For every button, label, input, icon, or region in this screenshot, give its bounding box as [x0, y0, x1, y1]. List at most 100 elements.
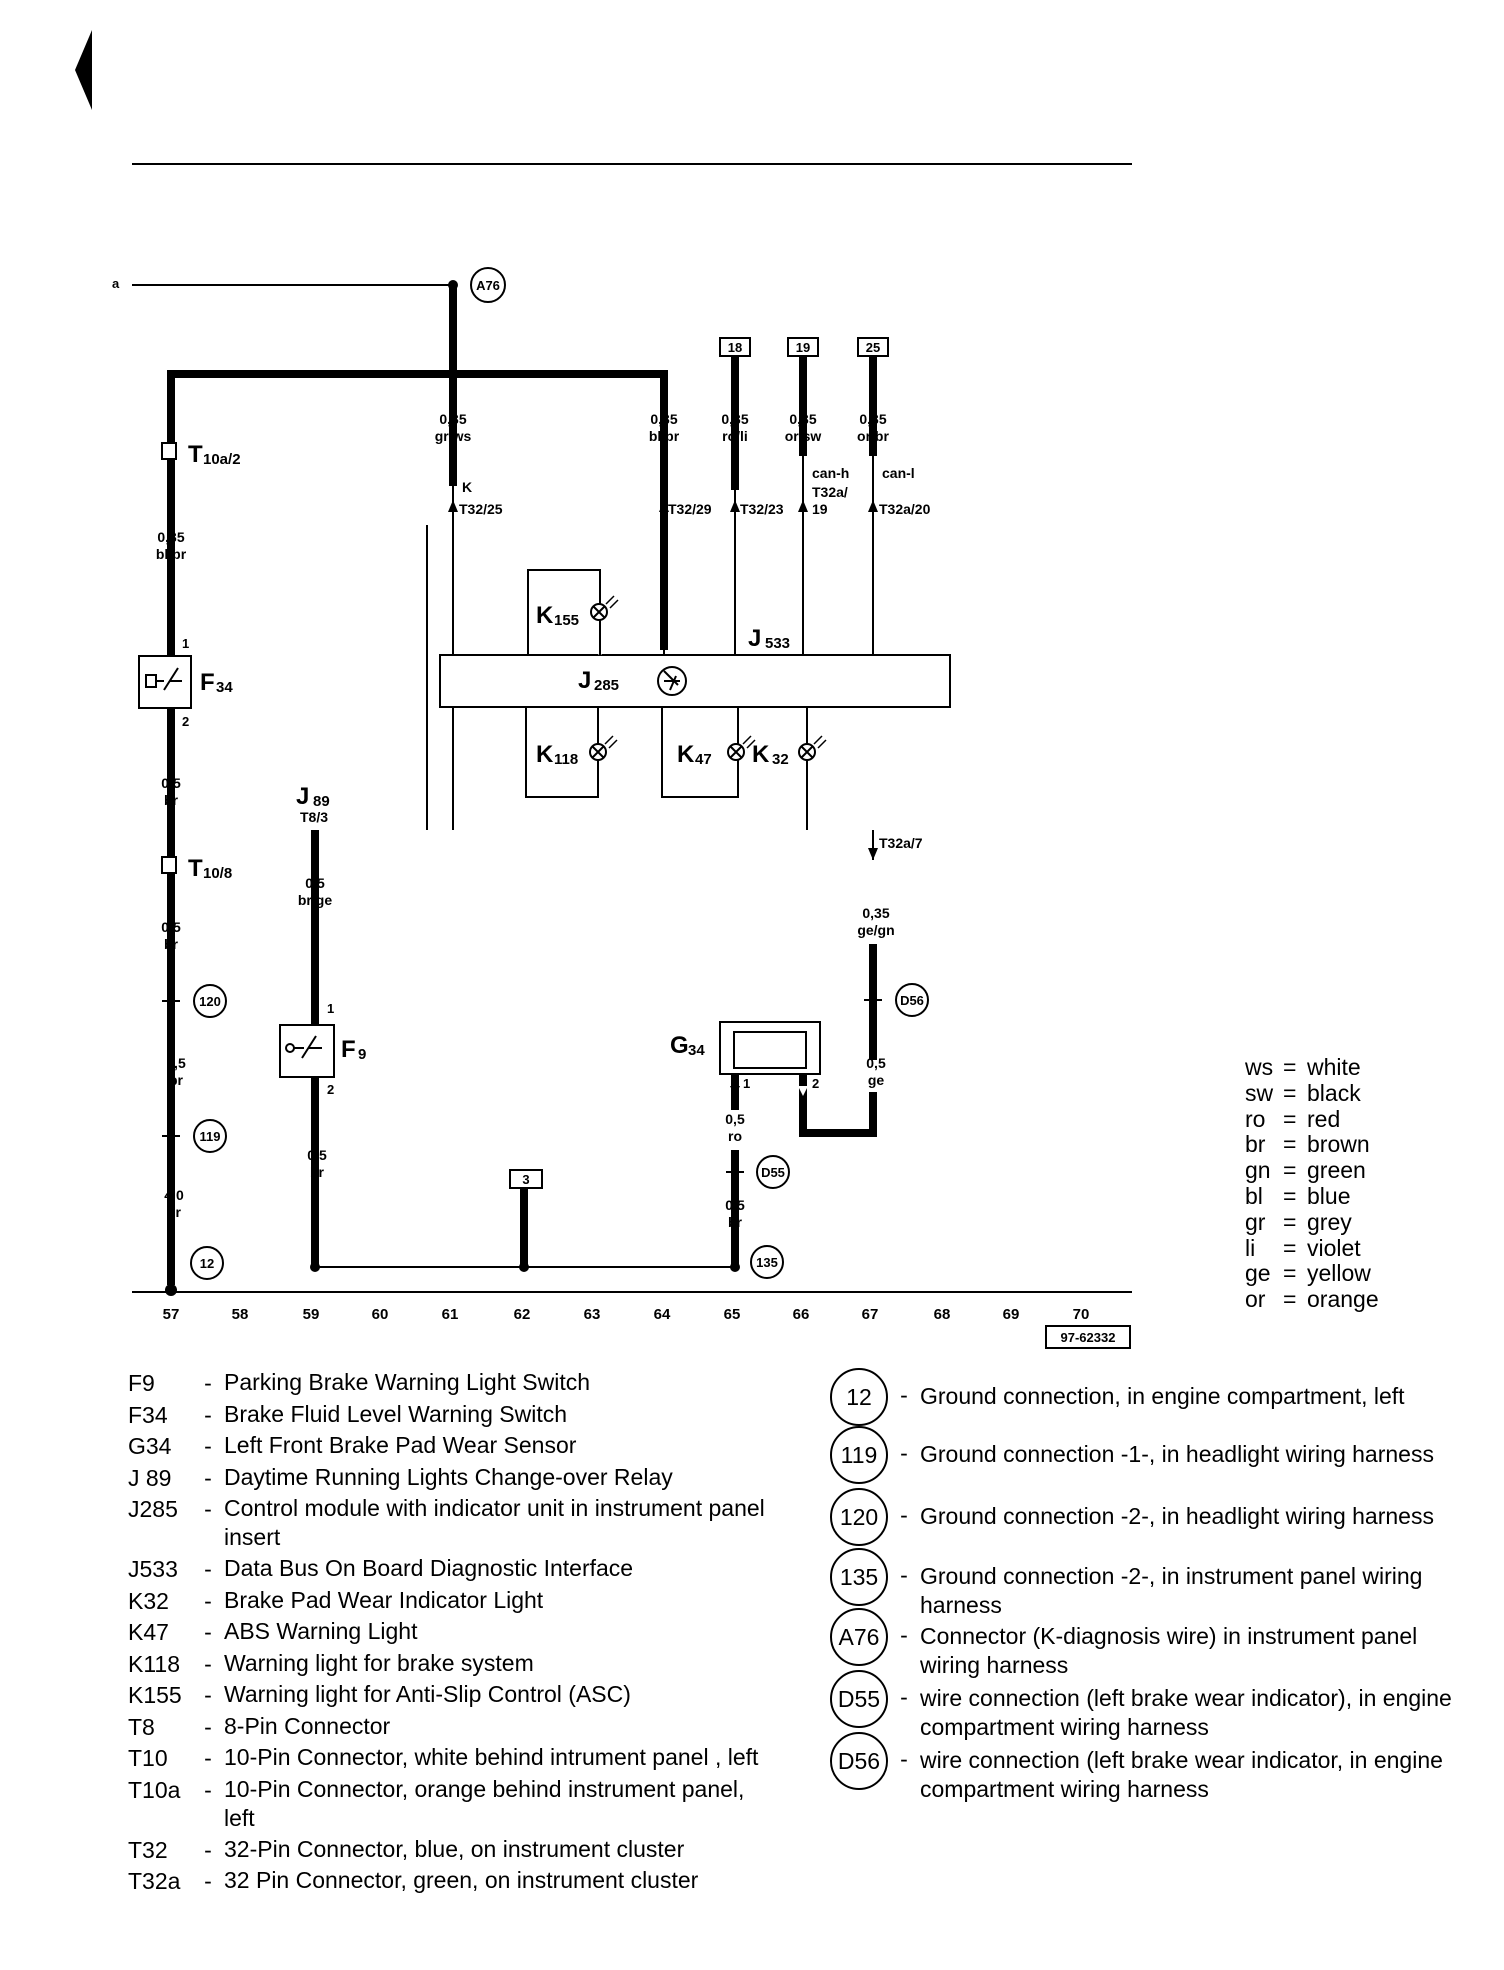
svg-text:47: 47 [695, 751, 712, 768]
svg-text:10a/2: 10a/2 [203, 451, 241, 468]
legend-desc: Data Bus On Board Diagnostic Interface [224, 1555, 634, 1581]
wire-label-65b: 0,5 br [725, 1197, 745, 1230]
connector-t32-25: T32/25 [459, 501, 503, 517]
legend-item: F9-Parking Brake Warning Light Switch [128, 1368, 768, 1400]
legend-dash: - [204, 1619, 212, 1645]
j285-label: J 285 [578, 667, 619, 694]
color-name: black [1307, 1079, 1361, 1106]
g34-sensor [719, 1021, 821, 1075]
f34-label: F 34 [200, 669, 233, 696]
legend-code: J285 [128, 1496, 178, 1522]
svg-text:9: 9 [358, 1046, 366, 1063]
color-key-row: ws=white [1245, 1054, 1379, 1081]
svg-text:1,5: 1,5 [166, 1055, 186, 1071]
svg-text:60: 60 [372, 1306, 389, 1323]
legend-dash: - [900, 1684, 908, 1710]
svg-text:bl/br: bl/br [649, 428, 680, 444]
k118-label: K 118 [536, 741, 578, 768]
k32-label: K 32 [752, 741, 789, 768]
wire-label-57c: 0,5 br [161, 919, 181, 952]
legend-item: T8-8-Pin Connector [128, 1712, 768, 1744]
wire-label-57b: 0,5 br [161, 775, 181, 808]
connector-t32-23: T32/23 [740, 501, 784, 517]
wire-label-61: 0,35 gr/ws [435, 411, 472, 444]
svg-text:A76: A76 [476, 278, 500, 293]
svg-text:67: 67 [862, 1306, 879, 1323]
color-abbr: bl [1245, 1182, 1263, 1209]
legend-code: J 89 [128, 1464, 172, 1491]
legend-code: K32 [128, 1587, 169, 1614]
legend-dash: - [204, 1401, 212, 1428]
wire-label-64: 0,35 bl/br [649, 411, 680, 444]
ground-code-circle: D55 [830, 1670, 888, 1728]
svg-text:ro: ro [728, 1128, 742, 1144]
legend-item: T32a-32 Pin Connector, green, on instrum… [128, 1866, 768, 1898]
svg-text:120: 120 [199, 994, 221, 1009]
svg-text:64: 64 [654, 1306, 671, 1323]
f9-label: F 9 [341, 1036, 366, 1063]
svg-text:F: F [341, 1036, 356, 1063]
f34-switch-icon [145, 667, 182, 691]
color-abbr: ro [1245, 1105, 1266, 1132]
ground-desc: wire connection (left brake wear indicat… [920, 1747, 1443, 1802]
svg-text:0,5: 0,5 [161, 775, 181, 791]
svg-text:119: 119 [200, 1129, 221, 1144]
color-key-row: or=orange [1245, 1286, 1379, 1313]
wire-label-67-top: 0,35 or/br [857, 411, 889, 444]
equals-sign: = [1283, 1286, 1297, 1313]
ground-code-circle: A76 [830, 1608, 888, 1666]
legend-code: T10a [128, 1776, 181, 1803]
circle-120: 120 [193, 984, 227, 1018]
ground-legend-item: D55-wire connection (left brake wear ind… [830, 1670, 1480, 1742]
svg-text:19: 19 [796, 340, 810, 355]
svg-text:34: 34 [216, 679, 233, 696]
svg-text:ge/gn: ge/gn [857, 922, 894, 938]
equals-sign: = [1283, 1260, 1297, 1287]
ground-code-circle: 120 [830, 1488, 888, 1546]
svg-text:T: T [188, 441, 203, 468]
svg-text:65: 65 [724, 1306, 741, 1323]
legend-desc: 8-Pin Connector [224, 1712, 391, 1739]
svg-text:533: 533 [765, 635, 790, 652]
equals-sign: = [1283, 1208, 1297, 1235]
wire-label-59b: 0,5 br [307, 1147, 327, 1180]
svg-text:63: 63 [584, 1306, 601, 1323]
color-key-row: li=violet [1245, 1235, 1379, 1262]
legend-item: T10a-10-Pin Connector, orange behind ins… [128, 1775, 768, 1835]
color-key-row: sw=black [1245, 1079, 1379, 1107]
fuse-box-18: 18 [719, 337, 751, 357]
svg-text:br: br [728, 1214, 743, 1230]
ground-desc: Ground connection -1-, in headlight wiri… [920, 1441, 1434, 1467]
wire-label-59a: 0,5 br/ge [298, 875, 332, 908]
equals-sign: = [1283, 1131, 1297, 1158]
svg-text:12: 12 [200, 1256, 214, 1271]
svg-text:ro/li: ro/li [722, 428, 748, 444]
svg-text:61: 61 [442, 1306, 459, 1323]
legend-dash: - [204, 1496, 212, 1522]
svg-text:D56: D56 [900, 993, 924, 1008]
ground-desc: Connector (K-diagnosis wire) in instrume… [920, 1623, 1418, 1678]
legend-dash: - [204, 1556, 212, 1582]
svg-text:89: 89 [313, 793, 330, 810]
svg-text:K: K [677, 741, 695, 768]
legend-dash: - [204, 1370, 212, 1396]
legend-dash: - [900, 1502, 908, 1528]
svg-text:25: 25 [866, 340, 880, 355]
wire-label-66-top: 0,35 or/sw [785, 411, 822, 444]
svg-text:0,35: 0,35 [650, 411, 677, 427]
color-key-row: ge=yellow [1245, 1260, 1379, 1287]
wire-label-57a: 0,35 bl/br [156, 529, 187, 562]
ground-desc: Ground connection -2-, in headlight wiri… [920, 1503, 1434, 1529]
legend-item: T32-32-Pin Connector, blue, on instrumen… [128, 1835, 768, 1867]
legend-dash: - [900, 1622, 908, 1648]
legend-dash: - [204, 1745, 212, 1771]
ground-desc: Ground connection -2-, in instrument pan… [920, 1563, 1423, 1618]
svg-text:97-62332: 97-62332 [1061, 1330, 1116, 1345]
svg-text:0,35: 0,35 [859, 411, 886, 427]
svg-text:3: 3 [522, 1172, 529, 1187]
legend-item: F34-Brake Fluid Level Warning Switch [128, 1400, 768, 1432]
ground-code-circle: 135 [830, 1548, 888, 1606]
svg-text:32: 32 [772, 751, 789, 768]
legend-dash: - [204, 1713, 212, 1740]
back-arrow-icon[interactable] [75, 30, 92, 110]
